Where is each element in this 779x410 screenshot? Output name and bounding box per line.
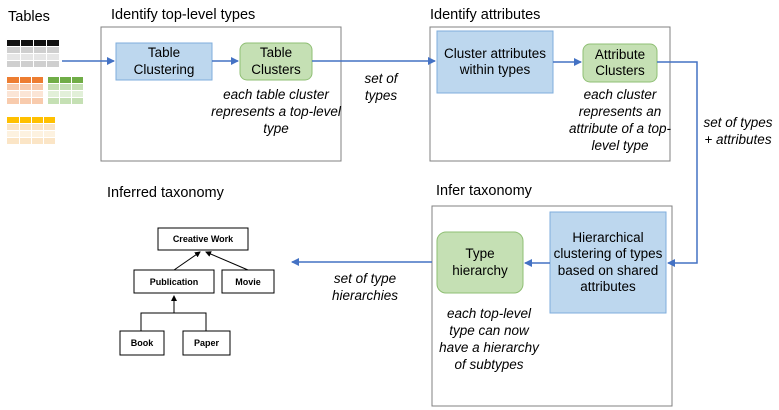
taxonomy-tree (119, 227, 275, 356)
table-icon-yellow (7, 117, 55, 144)
caption-attribute-clusters: each cluster represents an attribute of … (568, 87, 672, 153)
edge-label-set-of-type-hierarchies: set of type hierarchies (331, 271, 399, 303)
label-cluster-attributes: Cluster attributes within types (443, 45, 547, 78)
frame-infer-taxonomy (431, 205, 673, 407)
edge-label-set-of-types: set of types (364, 71, 398, 103)
taxonomy-edge-publication (173, 251, 201, 271)
taxonomy-label-book: Book (130, 338, 154, 348)
label-table-clustering: Table Clustering (133, 45, 195, 77)
caption-table-clusters: each table cluster represents a top-leve… (211, 87, 341, 136)
section-title-tables: Tables (8, 9, 50, 25)
box-table-clustering (115, 42, 213, 81)
taxonomy-node-book (119, 330, 165, 356)
tables-icon-group (7, 40, 83, 144)
taxonomy-label-publication: Publication (149, 276, 199, 287)
table-icon-black (7, 40, 59, 67)
table-icon-orange (7, 77, 43, 104)
section-title-infer-taxonomy: Infer taxonomy (436, 183, 532, 199)
label-hierarchical-clustering: Hierarchical clustering of types based o… (553, 229, 663, 295)
edge-label-set-of-types-attributes: set of types + attributes (703, 115, 773, 147)
taxonomy-node-paper (182, 330, 231, 356)
section-title-identify-types: Identify top-level types (111, 7, 256, 23)
taxonomy-node-creative-work (157, 227, 249, 251)
label-type-hierarchy: Type hierarchy (452, 246, 508, 278)
section-title-identify-attributes: Identify attributes (430, 7, 541, 23)
taxonomy-label-paper: Paper (193, 338, 219, 348)
taxonomy-label-movie: Movie (235, 276, 261, 287)
arrow-attributes-to-taxonomy (657, 61, 698, 267)
caption-type-hierarchy: each top-level type can now have a hiera… (439, 306, 539, 372)
box-attribute-clusters (582, 43, 658, 83)
taxonomy-edge-book (140, 312, 174, 331)
box-hierarchical-clustering (549, 211, 667, 314)
label-attribute-clusters: Attribute Clusters (594, 46, 646, 79)
section-title-inferred-taxonomy: Inferred taxonomy (107, 185, 224, 201)
taxonomy-edge-paper (174, 312, 207, 331)
taxonomy-edge-movie (205, 251, 249, 271)
frame-identify-types (100, 26, 342, 162)
taxonomy-label-creative-work: Creative Work (172, 234, 234, 244)
label-table-clusters: Table Clusters (251, 45, 301, 77)
frame-identify-attributes (429, 26, 671, 162)
box-type-hierarchy (436, 231, 524, 294)
table-icon-green (48, 77, 83, 104)
